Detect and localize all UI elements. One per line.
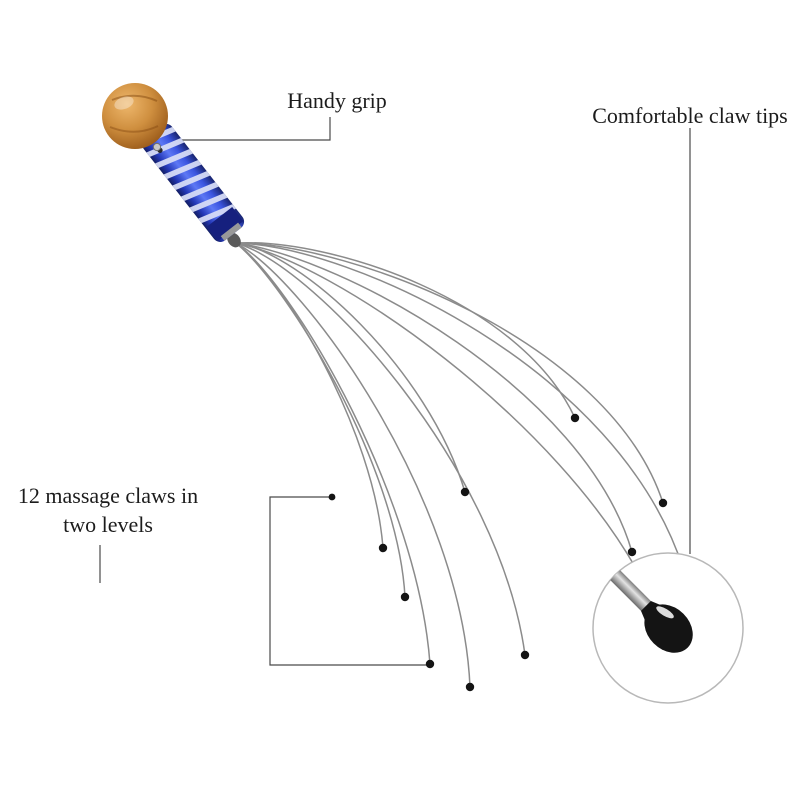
claw-wire [235, 242, 384, 549]
bracket-marker-dot [328, 493, 336, 501]
claw-wire [235, 242, 684, 569]
claw-tips-label: Comfortable claw tips [592, 103, 788, 128]
claw-wire [235, 242, 526, 656]
massage-claws-label: 12 massage claws in two levels [0, 481, 216, 539]
handle-ferrule [206, 206, 244, 241]
massage-claws-bracket [269, 496, 427, 666]
claw-wire [235, 242, 471, 688]
claw-wire [235, 241, 576, 419]
handle-end-cap [220, 222, 244, 243]
claw-tip [658, 498, 668, 508]
claw-tip [570, 413, 580, 423]
claw-wire [235, 242, 664, 504]
handle [138, 123, 245, 243]
handy-grip-label: Handy grip [287, 88, 387, 113]
claw-tip [460, 487, 470, 497]
claw-tip [378, 543, 388, 553]
pin [152, 142, 162, 152]
ball-highlight [114, 96, 134, 110]
magnified-tip-bulb [644, 604, 693, 653]
claw-wire [235, 242, 646, 586]
wire-collar [227, 232, 241, 248]
claw-tip [400, 592, 410, 602]
wood-grain [109, 125, 159, 133]
claw-tip [425, 659, 435, 669]
claw-wire [235, 242, 406, 598]
annotation-lines [99, 117, 691, 666]
handy-grip-connector [168, 117, 331, 141]
claw-tip [520, 650, 530, 660]
wooden-ball [102, 83, 168, 152]
claw-wire [235, 242, 466, 493]
massage-claws-label-line2: two levels [63, 512, 153, 538]
claw-tip [627, 547, 637, 557]
magnifier-detail [592, 552, 744, 704]
claw-wire [235, 242, 633, 553]
claw-wires [235, 241, 684, 688]
claw-tip-dots [378, 413, 668, 692]
massage-claws-label-line1: 12 massage claws in [17, 483, 199, 508]
magnified-tip-highlight [656, 606, 674, 619]
claw-tip [465, 682, 475, 692]
wood-grain [111, 94, 158, 102]
